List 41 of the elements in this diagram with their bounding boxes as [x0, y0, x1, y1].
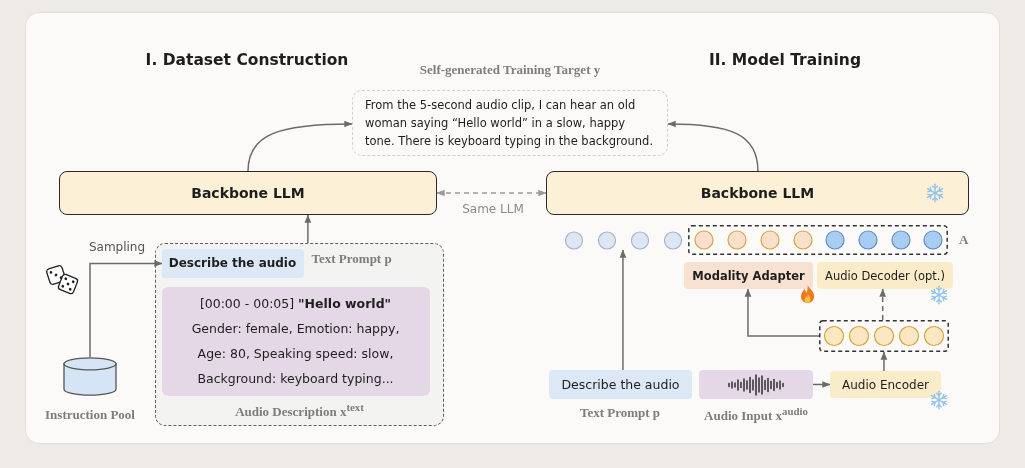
arrow [89, 260, 163, 358]
arrow [667, 120, 759, 172]
arrow [812, 381, 831, 388]
decoder-box: Audio Decoder (opt.) [817, 262, 953, 289]
token-group [688, 225, 948, 255]
prompt-box: Describe the audio [549, 370, 692, 399]
arrow [304, 214, 312, 244]
description-line: [00:00 - 00:05] "Hello world" [199, 295, 392, 313]
description-line: Background: keyboard typing... [197, 370, 394, 388]
section-heading: II. Model Training [709, 51, 861, 69]
database-cylinder [63, 357, 117, 396]
arrow [744, 288, 820, 337]
caption-label: Text Prompt p [311, 250, 392, 267]
text-box: From the 5-second audio clip, I can hear an old woman saying “Hello world” in a slow, happy tone. There is keyboard typing in the background. [352, 90, 668, 156]
arrow [879, 288, 887, 321]
heading-label: Self-generated Training Target y [419, 62, 601, 78]
token-group [819, 320, 949, 352]
encoder-box: Audio Encoder [830, 371, 941, 398]
caption-label: Text Prompt p [579, 405, 661, 421]
arrow [619, 249, 627, 371]
token-row [564, 231, 683, 250]
caption-label: A [959, 232, 969, 248]
adapter-box: Modality Adapter [684, 262, 813, 289]
audio-input-box [699, 370, 813, 399]
prompt-box: Describe the audio [161, 248, 304, 278]
description-line: Gender: female, Emotion: happy, [191, 320, 400, 338]
caption-label: Instruction Pool [45, 407, 135, 423]
arrow [247, 120, 353, 172]
description-line: Age: 80, Speaking speed: slow, [197, 345, 394, 363]
edge-label: Same LLM [460, 202, 526, 216]
section-heading: I. Dataset Construction [145, 51, 349, 69]
llm-block: Backbone LLM [59, 171, 437, 215]
edge-label: Sampling [86, 240, 148, 254]
caption-label: Audio Description x$^{text}$ [235, 400, 364, 420]
block-label: Backbone LLM [700, 185, 815, 201]
description-panel [161, 286, 430, 396]
arrow [880, 351, 888, 372]
llm-block [546, 171, 969, 215]
dashed-container [155, 243, 444, 426]
caption-label: Audio Input x$^{audio}$ [704, 405, 808, 425]
arrow [436, 189, 547, 197]
